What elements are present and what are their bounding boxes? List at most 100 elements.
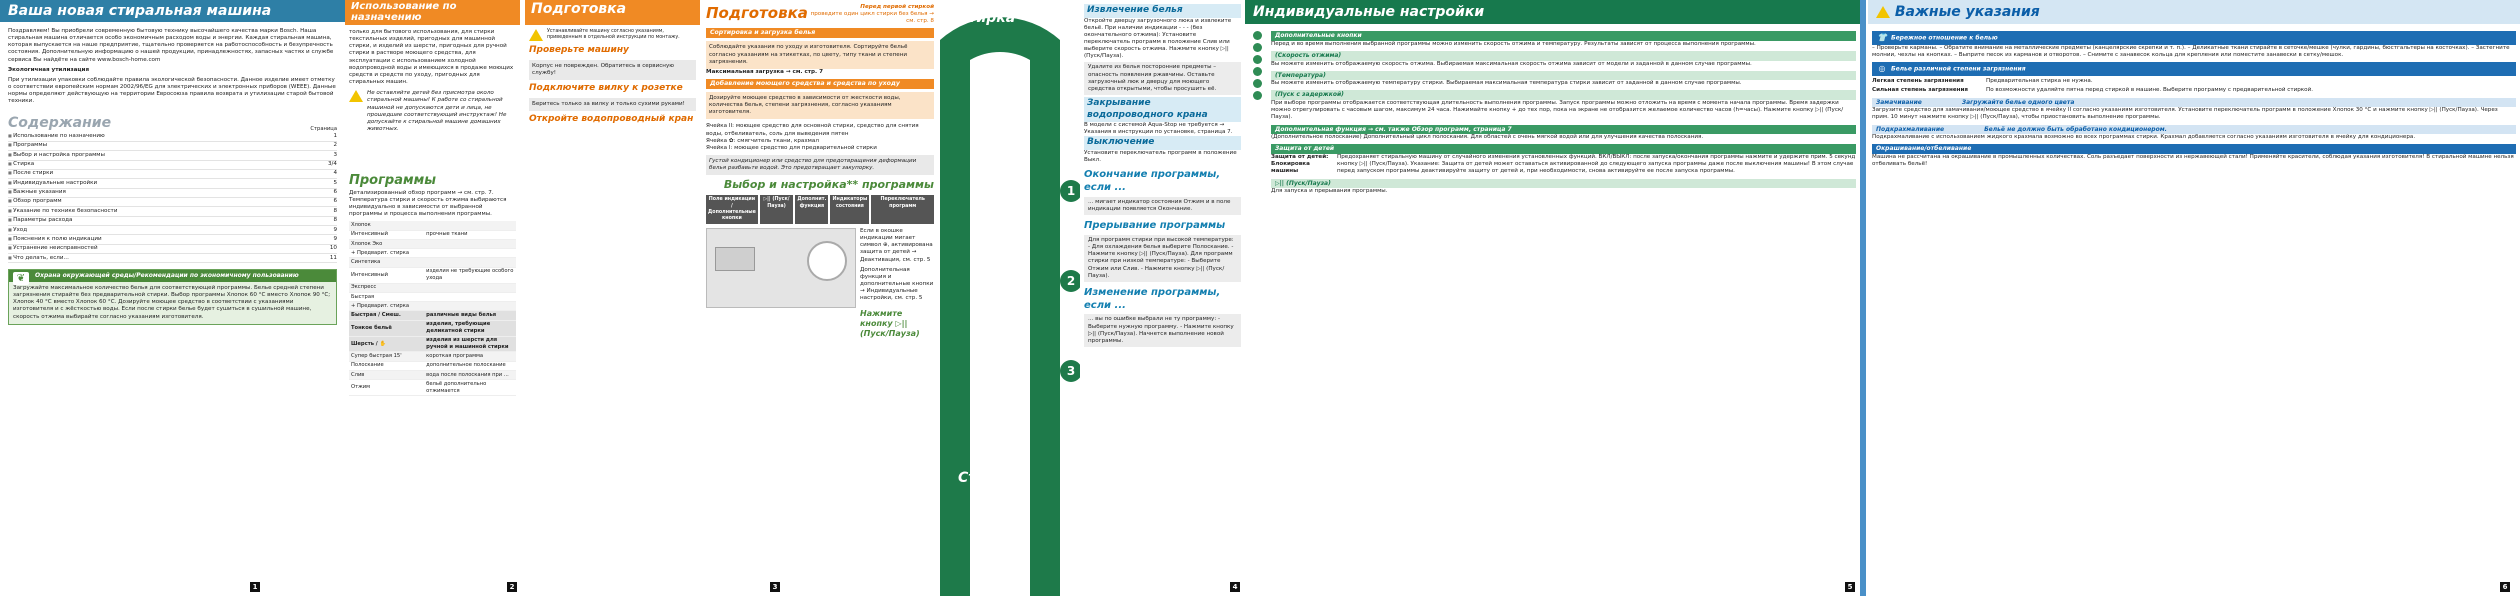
wash-label-top: Стирка [958,10,1016,26]
panel-intro: Ваша новая стиральная машина Поздравляем… [0,0,345,596]
press-start-text: Нажмите кнопку ▷|| (Пуск/Пауза) [860,308,920,338]
control-legend-header: Переключатель программ [871,195,934,224]
temp-title: (Температура) [1271,70,1856,81]
toc-item-page: 8 [333,207,337,214]
warning-icon [349,90,363,103]
page-number: 3 [770,582,780,592]
panel-preparation: Подготовка Перед первой стиркой проведит… [700,0,1048,596]
program-name: Интенсивный [349,230,425,240]
start-pause-title: ▷|| (Пуск/Пауза) [1271,178,1856,189]
panel-usage: Использование по назначению только для б… [345,0,700,596]
program-desc [424,283,516,293]
extra-rinse-text: (Дополнительное полоскание) Дополнительн… [1271,134,1704,141]
toc-item-page: 5 [333,179,337,186]
check-machine-title: Проверьте машину [529,45,629,56]
program-desc: дополнительное полоскание [424,361,516,371]
compartment-softener-text: Ячейка ✿: смягчитель ткани, крахмал [706,137,819,144]
toc-item-label: Указание по технике безопасности [8,208,117,215]
toc-item-page: 10 [329,245,337,252]
program-name: Экспресс [349,283,425,293]
eco-box-title: Охрана окружающей среды/Рекомендации по … [35,272,299,280]
step-2: 2 [1060,270,1080,292]
preparation-heading: Подготовка [525,0,700,25]
page-number: 1 [250,582,260,592]
program-name: Хлопок Эко [349,239,425,250]
program-name: Быстрая / Смеш. [349,310,425,321]
wash-flow-arch: Стирка Стирка [940,0,1060,596]
toc-item-label: Использование по назначению [8,133,105,140]
program-desc: прочные ткани [424,230,516,240]
intro-text: Поздравляем! Вы приобрели современную бы… [8,28,334,63]
programs-text: Детализированный обзор программ → см. ст… [349,189,507,218]
extra-buttons-text: Перед и во время выполнения выбранной пр… [1271,40,1756,47]
soak-title-text: Замачивание [1876,98,1922,106]
toc-item-page: 9 [333,226,337,233]
program-name: Хлопок [349,221,425,231]
child-warning: Не оставляйте детей без присмотра около … [367,90,507,133]
program-end-text: ... мигает индикатор состояния Отжим и в… [1084,196,1241,216]
spin-title: (Скорость отжима) [1271,50,1856,61]
toc-row: Индивидуальные настройки 5 [8,179,337,189]
light-soil-label: Легкая степень загрязнения [1872,78,1964,85]
step-1: 1 [1060,180,1080,202]
toc-item-label: Стирка [8,161,34,168]
program-desc: короткая программа [424,351,516,362]
child-lock-text: Предохраняет стиральную машину от случай… [1337,154,1856,175]
toc-item-page: 6 [333,189,337,196]
program-desc: изделия не требующие особого ухода [424,267,516,284]
display-window [715,246,755,271]
program-selector-dial[interactable] [807,240,847,281]
tap-close-text: В модели с системой Aqua-Stop не требует… [1084,122,1233,136]
soil-title-text: Белье различной степени загрязнения [1891,65,2026,73]
extra-buttons-title: Дополнительные кнопки [1271,31,1856,41]
control-legend-header: Дополнит. функция [795,195,829,224]
soil-icon: ◎ [1876,63,1888,76]
panel-important: Важные указания 👕Бережное отношение к бе… [1860,0,2520,596]
usage-heading: Использование по назначению [345,0,520,25]
sort-title: Сортировка и загрузка белья [706,28,934,39]
unload-title: Извлечение белья [1084,4,1241,18]
toc-item-page: 6 [333,198,337,205]
toc-row: Указание по технике безопасности 8 [8,207,337,217]
program-name: + Предварит. стирка [349,301,425,312]
eco-text: При утилизации упаковки соблюдайте прави… [8,76,336,105]
detergent-text: Дозируйте моющее средство в зависимости … [706,91,934,120]
wash-label-bottom: Стирка [958,470,1016,486]
toc-item-label: Устранение неисправностей [8,245,98,252]
interrupt-text: Для программ стирки при высокой температ… [1084,234,1241,282]
toc-item-label: Важные указания [8,189,66,196]
soil-title: ◎Белье различной степени загрязнения [1872,62,2516,77]
sort-text: Соблюдайте указания по уходу и изготовит… [706,41,934,69]
toc-item-label: Выбор и настройка программы [8,152,105,159]
program-name: Отжим [349,379,425,397]
detergent-title: Добавление моющего средства и средства п… [706,79,934,89]
program-row: Быстрая [349,292,516,303]
extra-function-note: Дополнительная функция и дополнительные … [860,266,934,302]
toc-row: Уход 9 [8,226,337,236]
important-title-text: Важные указания [1894,4,2040,20]
program-name: Быстрая [349,292,425,303]
care-title-text: Бережное отношение к белью [1891,34,1998,42]
toc-item-label: Индивидуальные настройки [8,180,97,187]
program-desc: различные виды белья [424,310,516,321]
toc-item-label: Уход [8,227,27,234]
toc-page-label: Страница [310,125,337,132]
toc-item-label: Пояснения к полю индикации [8,236,102,243]
preparation-title: Подготовка [706,4,808,22]
delay-start-title: (Пуск с задержкой) [1271,90,1856,101]
soak-text: Загрузите средство для замачивания/моюще… [1872,107,2498,121]
panel-settings: Индивидуальные настройки Дополнительные … [1245,0,1860,596]
compartment-2-text: Ячейка II: моющее средство для основной … [706,123,919,137]
care-title: 👕Бережное отношение к белью [1872,31,2516,45]
program-row: + Предварит. стирка [349,248,516,259]
eco-box-text: Загружайте максимальное количество белья… [13,284,331,320]
program-desc [424,292,516,303]
control-legend-header: Поле индикации / Дополнительные кнопки [706,195,758,224]
wash-arrow-graphic [940,17,1060,596]
warning-icon [1876,6,1890,18]
first-wash-title: Перед первой стиркой [860,4,934,10]
